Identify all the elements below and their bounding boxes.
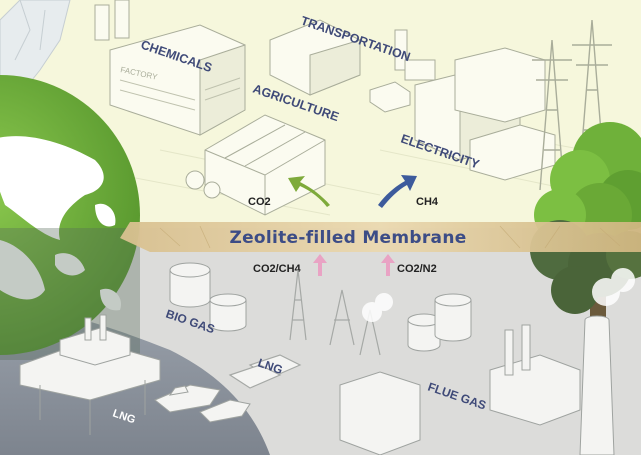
- membrane-title: Zeolite-filled Membrane: [229, 228, 466, 248]
- buildings-illustration: [414, 47, 556, 181]
- refinery-illustration: [228, 269, 381, 389]
- separation-co2-ch4: CO2/CH4: [253, 263, 302, 275]
- storage-tanks-illustration: [407, 293, 472, 352]
- smoke-illustration: [362, 268, 635, 322]
- truck-illustration: [269, 19, 436, 113]
- arrow-co2-up: [288, 176, 330, 207]
- arrow-ch4-up: [378, 175, 417, 208]
- biogas-tanks-illustration: [169, 262, 247, 332]
- arrow-co2n2-up: [381, 254, 395, 276]
- product-ch4: CH4: [416, 196, 439, 208]
- separation-co2-n2: CO2/N2: [397, 263, 437, 275]
- arrow-co2ch4-up: [313, 254, 327, 276]
- product-co2: CO2: [248, 196, 271, 208]
- membrane-band: [120, 222, 641, 252]
- factory-illustration: [94, 0, 246, 136]
- lng-ship-icons: [154, 384, 251, 423]
- offshore-platform-illustration: [19, 314, 161, 435]
- power-plant-illustration: [339, 315, 615, 455]
